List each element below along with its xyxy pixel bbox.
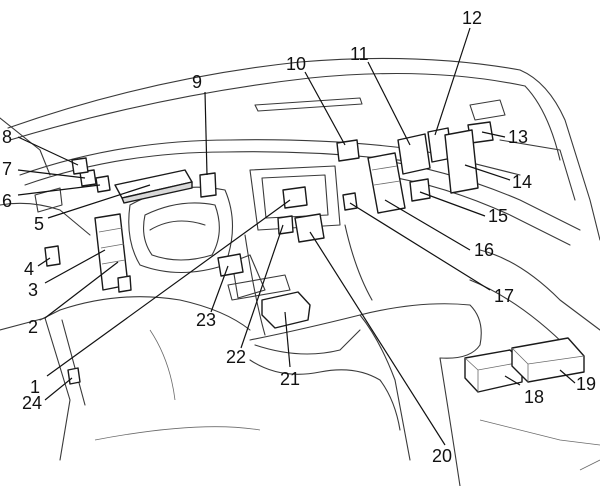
component-8-module [71,157,89,175]
leader-lines [17,27,576,446]
component-24-module [67,367,81,385]
callout-5: 5 [34,214,44,234]
callout-16: 16 [474,240,494,260]
callout-17: 17 [494,286,514,306]
callout-21: 21 [280,369,300,389]
callout-2: 2 [28,317,38,337]
callout-6: 6 [2,191,12,211]
callout-23: 23 [196,310,216,330]
callout-labels: 1 2 3 4 5 6 7 8 9 10 11 12 13 14 15 16 1… [2,8,596,466]
callout-18: 18 [524,387,544,407]
component-4-relay [44,245,61,267]
component-17-module [342,192,358,211]
component-7-module [79,169,97,187]
component-6-module [95,175,111,193]
callout-11: 11 [350,44,369,64]
callout-8: 8 [2,127,12,147]
callout-9: 9 [192,72,202,92]
component-20-module [294,213,325,243]
callout-7: 7 [2,159,12,179]
dashboard-outline [0,57,600,486]
component-11-ecu [397,133,431,175]
callout-12: 12 [462,8,482,28]
callout-4: 4 [24,259,34,279]
component-10-module [336,139,360,162]
callout-15: 15 [488,206,508,226]
callout-13: 13 [508,127,528,147]
component-21-airbag-sensor [261,291,311,329]
callout-3: 3 [28,280,38,300]
component-14-ecu [444,129,479,194]
component-23-module [217,253,244,277]
component-9-module [199,172,217,198]
callout-24: 24 [22,393,42,413]
callout-14: 14 [512,172,532,192]
component-19-unit [511,337,585,383]
component-15-module [409,178,431,202]
component-modules [44,121,585,393]
callout-22: 22 [226,347,246,367]
callout-20: 20 [432,446,452,466]
callout-1: 1 [30,377,40,397]
callout-19: 19 [576,374,596,394]
component-1-module [282,186,308,209]
callout-10: 10 [286,54,306,74]
component-18-unit [464,349,523,393]
